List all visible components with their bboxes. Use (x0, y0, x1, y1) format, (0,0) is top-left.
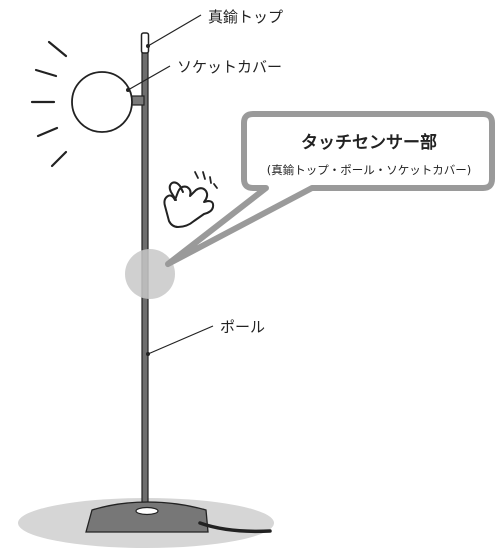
label-brass-top: 真鍮トップ (208, 8, 284, 26)
globe (71, 71, 133, 133)
leader-lines (127, 14, 214, 355)
light-rays (30, 40, 68, 168)
callout-subtitle: (真鍮トップ・ポール・ソケットカバー) (266, 163, 472, 177)
base-cap (135, 506, 159, 516)
touch-zone (125, 249, 175, 299)
lamp-base (85, 501, 209, 533)
label-socket-cover: ソケットカバー (177, 58, 283, 76)
callout-box (165, 111, 495, 267)
leader-dots (126, 44, 150, 356)
callout-title: タッチセンサー部 (301, 133, 437, 153)
brass-top (140, 32, 150, 54)
label-pole: ポール (220, 318, 266, 336)
hand-icon (163, 181, 215, 228)
power-cord (198, 521, 272, 534)
tap-marks-icon (194, 171, 218, 189)
